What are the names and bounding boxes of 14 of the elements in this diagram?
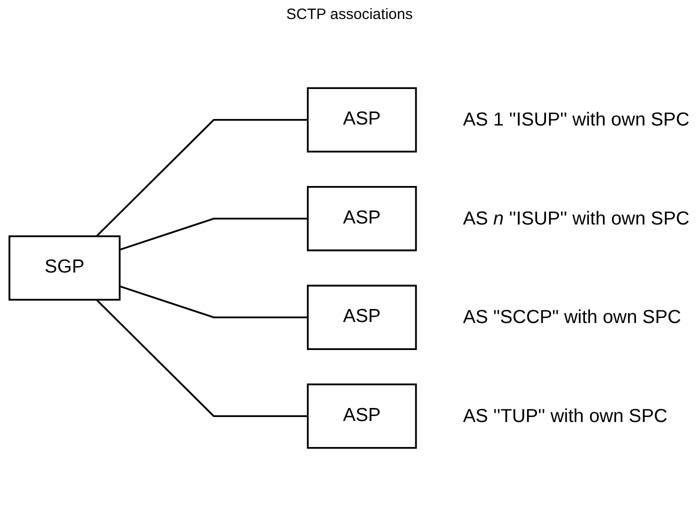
connector	[119, 218, 308, 251]
node-box: ASP	[306, 87, 417, 152]
node-box: ASP	[306, 186, 417, 252]
connector	[119, 285, 308, 318]
node-box: SGP	[8, 235, 121, 301]
node-box: ASP	[306, 384, 417, 449]
connector	[96, 118, 308, 237]
note-text: SCTP associations	[286, 6, 413, 23]
node-box: ASP	[306, 284, 417, 350]
connector	[96, 299, 308, 418]
annotation-text: AS "SCCP" with own SPC	[463, 306, 682, 328]
annotation-text: AS n ''ISUP'' with own SPC	[463, 208, 690, 228]
annotation-text: AS ''TUP'' with own SPC	[463, 405, 668, 426]
annotation-text: AS 1 ''ISUP'' with own SPC	[463, 108, 690, 130]
